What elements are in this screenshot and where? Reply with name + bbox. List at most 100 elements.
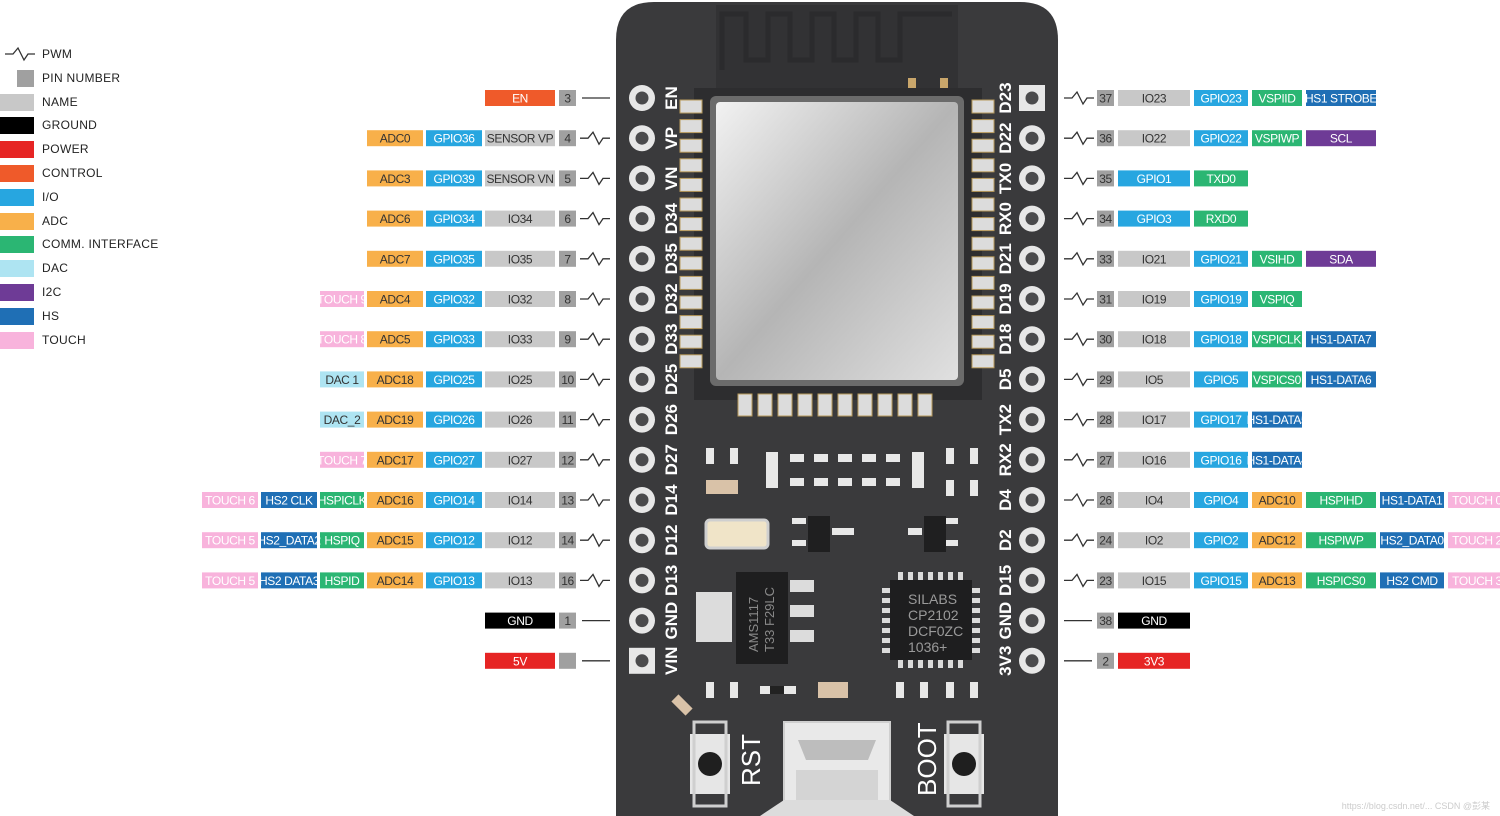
pin-number-box: 5 bbox=[559, 170, 576, 187]
smd-component bbox=[814, 454, 828, 462]
smd-component bbox=[886, 478, 900, 486]
svg-text:SDA: SDA bbox=[1329, 252, 1353, 266]
antenna-pad bbox=[908, 78, 916, 88]
pin-tag-adc: ADC12 bbox=[1252, 532, 1302, 549]
pin-tag-io: GPIO15 bbox=[1194, 572, 1248, 589]
svg-text:10: 10 bbox=[561, 373, 574, 387]
pin-tag-adc: ADC14 bbox=[367, 572, 423, 589]
legend-item-comm: COMM. INTERFACE bbox=[0, 234, 200, 254]
module-pad bbox=[971, 197, 995, 212]
svg-text:5V: 5V bbox=[513, 654, 527, 668]
module-pad bbox=[679, 138, 703, 153]
svg-text:GPIO23: GPIO23 bbox=[1201, 92, 1243, 106]
board-pin-label: D32 bbox=[662, 283, 681, 314]
pin-tag-touch: TOUCH 8 bbox=[317, 331, 368, 348]
svg-text:IO5: IO5 bbox=[1145, 373, 1164, 387]
module-pad bbox=[757, 393, 773, 417]
pin-tag-hs: HS1-DATA1 bbox=[1380, 492, 1444, 508]
svg-text:HS2_DATA0: HS2_DATA0 bbox=[1380, 534, 1444, 548]
micro-usb-port[interactable] bbox=[760, 721, 914, 816]
svg-text:3V3: 3V3 bbox=[1144, 654, 1165, 668]
module-pad bbox=[877, 393, 893, 417]
svg-text:GPIO34: GPIO34 bbox=[434, 212, 476, 226]
svg-text:SENSOR VN: SENSOR VN bbox=[486, 172, 553, 186]
module-pad bbox=[679, 236, 703, 251]
pin-tag-io: GPIO23 bbox=[1194, 90, 1248, 106]
svg-text:14: 14 bbox=[561, 534, 574, 548]
pin-tag-adc: ADC7 bbox=[367, 250, 423, 267]
module-pad bbox=[679, 295, 703, 310]
svg-text:IO14: IO14 bbox=[508, 494, 533, 508]
svg-text:HSPICS0: HSPICS0 bbox=[1317, 574, 1366, 588]
header-pin-left-vin: VIN bbox=[629, 647, 681, 675]
board-pin-label: D27 bbox=[662, 444, 681, 475]
module-pad bbox=[797, 393, 813, 417]
header-pin-right-d23: D23 bbox=[996, 82, 1045, 114]
smd-component bbox=[770, 686, 784, 694]
pin-tag-name: IO13 bbox=[485, 572, 555, 589]
svg-text:GPIO16: GPIO16 bbox=[1201, 453, 1243, 467]
smd-component bbox=[790, 478, 804, 486]
pin-tag-name: IO34 bbox=[485, 210, 555, 227]
legend-swatch bbox=[0, 331, 34, 349]
module-pad bbox=[679, 315, 703, 330]
header-pin-left-en: EN bbox=[629, 85, 681, 111]
pin-tag-hs: HS1 STROBE bbox=[1305, 90, 1378, 106]
svg-text:4: 4 bbox=[564, 132, 571, 146]
header-pin-right-3v3: 3V3 bbox=[996, 646, 1045, 676]
pin-tag-io: GPIO18 bbox=[1194, 331, 1248, 348]
pwm-icon bbox=[1064, 171, 1094, 186]
board-pin-label: D23 bbox=[996, 82, 1015, 113]
svg-text:IO34: IO34 bbox=[508, 212, 533, 226]
legend-item-hs: HS bbox=[0, 306, 200, 326]
pwm-icon bbox=[580, 171, 610, 186]
svg-text:9: 9 bbox=[564, 333, 571, 347]
pin-tag-comm: RXD0 bbox=[1194, 210, 1248, 227]
boot-button[interactable] bbox=[944, 720, 984, 808]
pin-tag-name: SENSOR VP bbox=[485, 130, 555, 147]
module-pad bbox=[817, 393, 833, 417]
header-pin-left-d14: D14 bbox=[629, 484, 681, 516]
header-pin-right-tx2: TX2 bbox=[996, 404, 1045, 435]
svg-text:30: 30 bbox=[1099, 333, 1112, 347]
board-pin-label: D26 bbox=[662, 404, 681, 435]
pin-tag-ground: GND bbox=[485, 612, 555, 629]
header-pin-left-d12: D12 bbox=[629, 525, 681, 556]
pin-tag-adc: ADC13 bbox=[1252, 572, 1302, 589]
board-pin-label: D22 bbox=[996, 123, 1015, 154]
svg-text:IO35: IO35 bbox=[508, 252, 533, 266]
header-pin-left-d34: D34 bbox=[629, 202, 681, 234]
pin-number-box: 37 bbox=[1097, 90, 1114, 106]
svg-text:GPIO19: GPIO19 bbox=[1201, 293, 1243, 307]
header-pin-right-d22: D22 bbox=[996, 123, 1045, 154]
board-pin-label: RX2 bbox=[996, 443, 1015, 476]
pin-number-box: 3 bbox=[559, 90, 576, 106]
pin-tag-control: EN bbox=[485, 90, 555, 106]
smd-component bbox=[706, 682, 714, 698]
svg-text:7: 7 bbox=[564, 252, 571, 266]
module-pad bbox=[679, 158, 703, 173]
svg-text:VSPIWP: VSPIWP bbox=[1255, 132, 1300, 146]
smd-component bbox=[928, 572, 933, 580]
board-pin-label: D2 bbox=[996, 529, 1015, 551]
header-pin-left-d26: D26 bbox=[629, 404, 681, 435]
header-pin-right-d15: D15 bbox=[996, 565, 1045, 596]
regulator-label: AMS1117T33 F29LC bbox=[746, 587, 777, 652]
header-pin-right-d2: D2 bbox=[996, 527, 1045, 554]
module-pad bbox=[679, 177, 703, 192]
pin-number-box: 7 bbox=[559, 250, 576, 267]
legend-swatch bbox=[0, 165, 34, 182]
module-pad bbox=[971, 256, 995, 271]
pin-tag-io: GPIO21 bbox=[1194, 250, 1248, 267]
legend-label: I2C bbox=[42, 285, 62, 299]
pin-tag-comm: VSIHD bbox=[1252, 250, 1302, 267]
rst-button[interactable] bbox=[690, 720, 730, 808]
svg-text:ADC18: ADC18 bbox=[377, 373, 414, 387]
smd-component bbox=[972, 618, 980, 623]
header-pin-left-vn: VN bbox=[629, 165, 681, 192]
pin-tag-comm: VSPIID bbox=[1252, 90, 1302, 106]
